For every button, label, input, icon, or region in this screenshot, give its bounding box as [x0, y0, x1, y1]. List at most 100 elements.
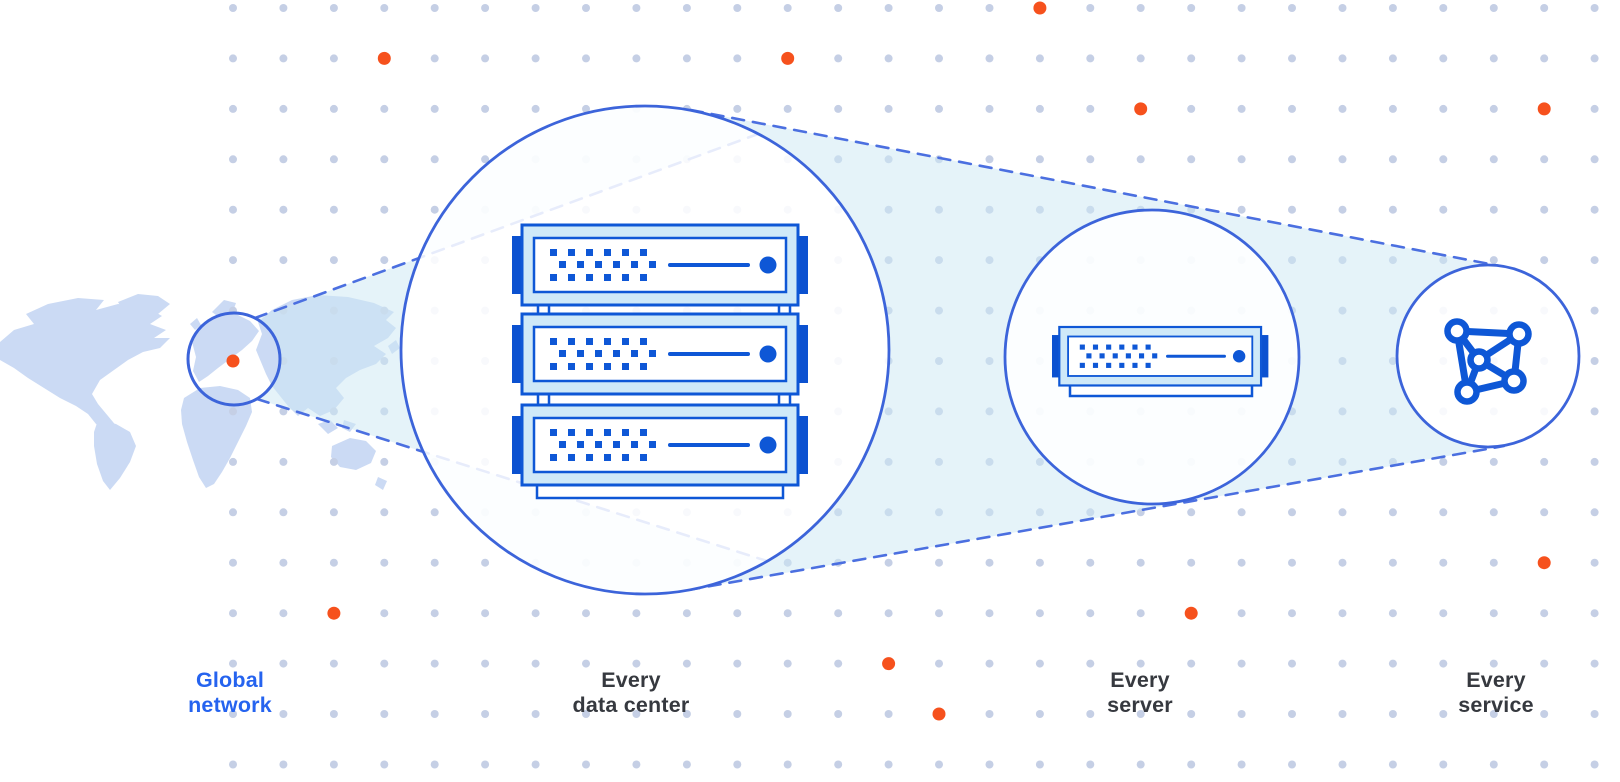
grid-dot: [329, 256, 338, 265]
grid-dot: [884, 558, 893, 567]
grid-dot: [430, 760, 439, 769]
grid-dot: [329, 155, 338, 164]
grid-dot: [1489, 760, 1498, 769]
grid-dot: [1035, 760, 1044, 769]
grid-dot: [1237, 205, 1246, 214]
grid-dot: [632, 760, 641, 769]
accent-dot: [226, 354, 240, 368]
grid-dot: [1288, 508, 1296, 517]
grid-dot: [1338, 760, 1347, 769]
grid-dot: [935, 558, 943, 567]
grid-dot: [1288, 558, 1296, 567]
grid-dot: [430, 710, 439, 718]
grid-dot: [1086, 558, 1095, 567]
grid-dot: [380, 104, 389, 113]
grid-dot: [834, 760, 843, 769]
grid-dot: [430, 104, 439, 113]
grid-dot: [329, 508, 338, 517]
grid-dot: [884, 609, 893, 618]
grid-dot: [1136, 609, 1145, 618]
grid-dot: [1237, 609, 1246, 618]
grid-dot: [682, 659, 691, 668]
grid-dot: [481, 155, 490, 164]
grid-dot: [733, 609, 742, 618]
grid-dot: [1489, 155, 1498, 164]
accent-dot: [781, 51, 795, 65]
grid-dot: [1590, 659, 1599, 668]
grid-dot: [582, 104, 590, 113]
grid-dot: [1388, 558, 1397, 567]
grid-dot: [430, 508, 439, 517]
grid-dot: [1338, 710, 1347, 718]
grid-dot: [481, 659, 490, 668]
grid-dot: [985, 558, 994, 567]
grid-dot: [1035, 54, 1044, 63]
grid-dot: [279, 256, 288, 265]
grid-dot: [1489, 457, 1498, 466]
grid-dot: [531, 104, 540, 113]
grid-dot: [1590, 306, 1599, 315]
grid-dot: [884, 710, 893, 718]
grid-dot: [1086, 104, 1095, 113]
grid-dot: [935, 104, 943, 113]
grid-dot: [1035, 609, 1044, 618]
grid-dot: [1439, 558, 1448, 567]
grid-dot: [329, 205, 338, 214]
grid-dot: [935, 609, 943, 618]
grid-dot: [380, 205, 389, 214]
grid-dot: [985, 54, 994, 63]
grid-dot: [1489, 4, 1498, 12]
accent-dot: [1184, 606, 1198, 620]
grid-dot: [1338, 4, 1347, 12]
grid-dot: [1489, 609, 1498, 618]
grid-dot: [1540, 609, 1549, 618]
grid-dot: [1338, 609, 1347, 618]
grid-dot: [985, 760, 994, 769]
accent-dot: [932, 707, 946, 721]
grid-dot: [481, 760, 490, 769]
grid-dot: [1338, 104, 1347, 113]
grid-dot: [582, 710, 590, 718]
grid-dot: [1590, 407, 1599, 416]
grid-dot: [582, 609, 590, 618]
grid-dot: [329, 710, 338, 718]
grid-dot: [1540, 205, 1549, 214]
grid-dot: [430, 54, 439, 63]
grid-dot: [1388, 710, 1397, 718]
grid-dot: [531, 54, 540, 63]
grid-dot: [1590, 760, 1599, 769]
grid-dot: [329, 558, 338, 567]
grid-dot: [229, 659, 237, 668]
grid-dot: [1489, 659, 1498, 668]
accent-dot: [1537, 102, 1551, 116]
map-zoom-circle-icon: [186, 311, 282, 407]
grid-dot: [329, 54, 338, 63]
grid-dot: [229, 710, 237, 718]
grid-dot: [834, 710, 843, 718]
grid-dot: [1136, 155, 1145, 164]
grid-dot: [1388, 104, 1397, 113]
grid-dot: [935, 4, 943, 12]
grid-dot: [1237, 508, 1246, 517]
grid-dot: [1590, 558, 1599, 567]
grid-dot: [1187, 710, 1196, 718]
grid-dot: [1388, 760, 1397, 769]
grid-dot: [1338, 558, 1347, 567]
grid-dot: [329, 4, 338, 12]
label-every-service: Every service: [1458, 668, 1534, 717]
grid-dot: [834, 659, 843, 668]
grid-dot: [733, 54, 742, 63]
grid-dot: [733, 4, 742, 12]
grid-dot: [430, 558, 439, 567]
grid-dot: [229, 760, 237, 769]
grid-dot: [1590, 104, 1599, 113]
grid-dot: [1136, 4, 1145, 12]
grid-dot: [733, 104, 742, 113]
grid-dot: [1439, 659, 1448, 668]
grid-dot: [1086, 659, 1095, 668]
grid-dot: [985, 609, 994, 618]
grid-dot: [1237, 155, 1246, 164]
grid-dot: [1288, 205, 1296, 214]
grid-dot: [1439, 710, 1448, 718]
grid-dot: [1086, 54, 1095, 63]
